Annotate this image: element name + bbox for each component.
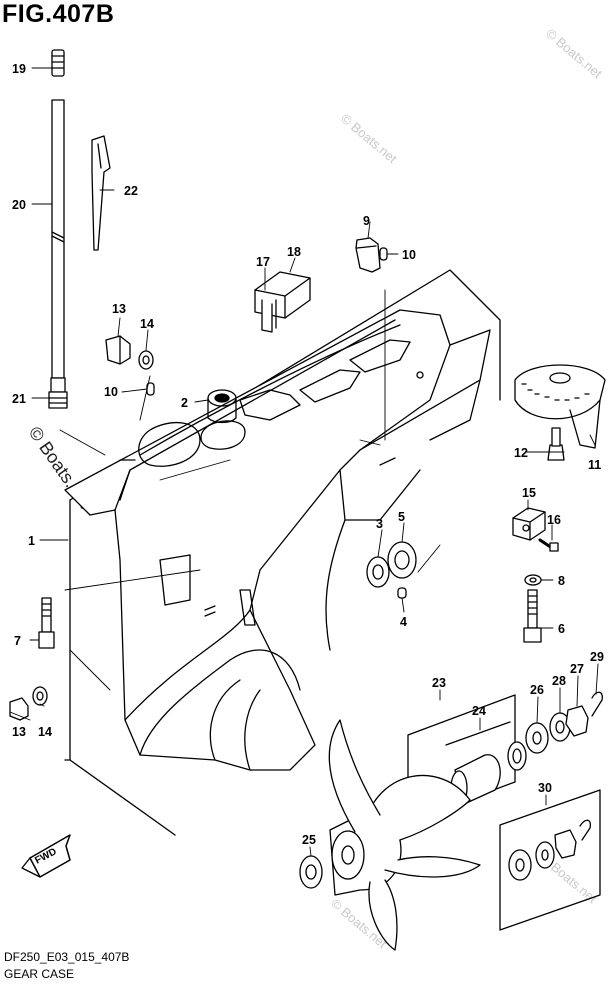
callout-30: 30 (538, 781, 552, 795)
callout-1: 1 (28, 534, 35, 548)
part-5-seal (387, 541, 417, 579)
part-1-gear-case (64, 309, 491, 771)
callout-13-lower: 13 (12, 725, 26, 739)
callout-17: 17 (256, 255, 270, 269)
callout-3: 3 (376, 517, 383, 531)
part-29-cotter-pin (591, 691, 603, 717)
callout-19: 19 (12, 62, 26, 76)
part-4-pin (397, 587, 407, 599)
part-21-fitting (48, 377, 68, 409)
callout-25: 25 (302, 833, 316, 847)
part-19-plug (51, 49, 65, 77)
callout-14-upper: 14 (140, 317, 154, 331)
part-25-thrust-washer (299, 855, 323, 889)
part-26-washer (525, 722, 549, 754)
callout-22: 22 (124, 184, 138, 198)
callout-14-lower: 14 (38, 725, 52, 739)
part-6-bolt (523, 589, 542, 643)
callout-26: 26 (530, 683, 544, 697)
figure-code: DF250_E03_015_407B (4, 950, 130, 964)
callout-27: 27 (570, 662, 584, 676)
part-17-18-anode (254, 271, 311, 333)
part-30-nut-kit (508, 819, 591, 881)
watermark-text: © Boats.net (338, 111, 400, 167)
callout-5: 5 (398, 510, 405, 524)
callout-18: 18 (287, 245, 301, 259)
part-13-plug-upper (105, 335, 131, 365)
callout-23: 23 (432, 676, 446, 690)
callout-4: 4 (400, 615, 407, 629)
part-10-pin-upper (379, 247, 388, 261)
callout-6: 6 (558, 622, 565, 636)
callout-2: 2 (181, 396, 188, 410)
part-16-screw (538, 538, 559, 552)
callout-labels: 19 20 21 22 1 9 10 17 18 13 14 10 2 3 5 … (12, 62, 604, 867)
callout-12: 12 (514, 446, 528, 460)
callout-8: 8 (558, 574, 565, 588)
callout-13-upper: 13 (112, 302, 126, 316)
callout-28: 28 (552, 674, 566, 688)
callout-21: 21 (12, 392, 26, 406)
figure-name: GEAR CASE (4, 967, 75, 981)
part-3-nut (366, 556, 390, 588)
part-12-bolt (547, 427, 565, 461)
watermark-text: © Boats.net (543, 26, 605, 82)
part-8-washer (524, 574, 542, 586)
part-11-trim-tab (514, 364, 606, 449)
part-14-gasket-upper (138, 350, 154, 370)
part-23-spacer (507, 741, 527, 771)
fwd-arrow-icon (21, 834, 71, 878)
part-7-bolt (38, 597, 55, 649)
part-15-anode (512, 507, 546, 541)
callout-24: 24 (472, 704, 486, 718)
callout-29: 29 (590, 650, 604, 664)
callout-16: 16 (547, 513, 561, 527)
propeller (328, 719, 481, 951)
callout-10-lower: 10 (104, 385, 118, 399)
callout-9: 9 (363, 214, 370, 228)
callout-20: 20 (12, 198, 26, 212)
part-22-clip (91, 135, 111, 251)
part-9-anode (355, 237, 381, 273)
part-14-gasket-lower (32, 686, 48, 706)
figure-title: FIG.407B (2, 0, 115, 28)
part-27-nut (565, 705, 589, 737)
callout-7: 7 (14, 634, 21, 648)
leader-lines (9, 67, 599, 857)
callout-15: 15 (522, 486, 536, 500)
part-20-rod (51, 99, 65, 379)
part-13-plug-lower (9, 697, 29, 721)
callout-10-upper: 10 (402, 248, 416, 262)
callout-11: 11 (588, 458, 601, 472)
